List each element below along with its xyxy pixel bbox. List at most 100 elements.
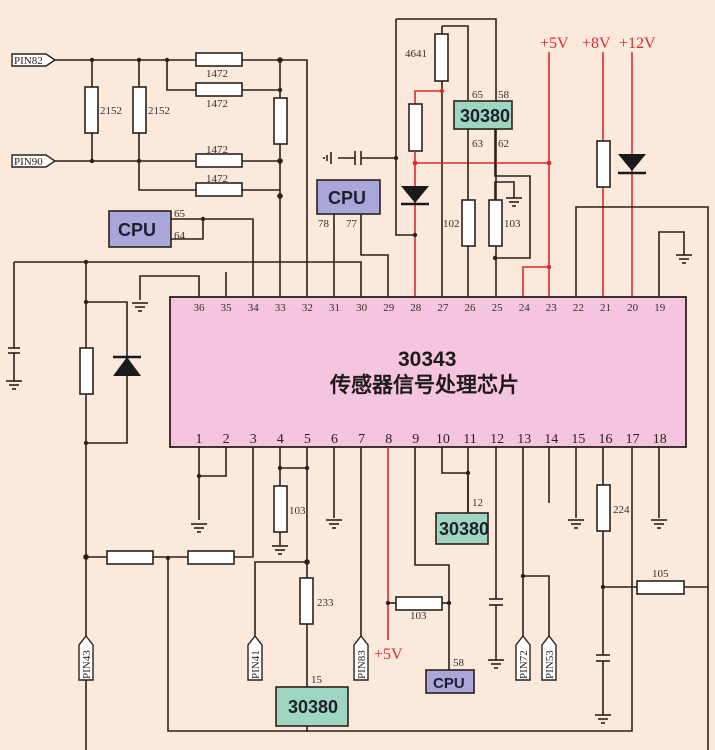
ic-30380-bottom-pin-15: 15 xyxy=(311,674,323,686)
resistor-103-top xyxy=(488,199,503,247)
ground-icon xyxy=(676,254,692,264)
resistor-1472-a xyxy=(195,52,243,67)
chip-pin-36: 36 xyxy=(194,302,206,314)
resistor-label-1472-a: 1472 xyxy=(206,68,228,80)
chip-pin-31: 31 xyxy=(329,302,340,314)
chip-part-number: 30343 xyxy=(398,348,456,371)
resistor-label-103-bottom: 103 xyxy=(410,610,427,622)
cpu-left-pin-64: 64 xyxy=(174,230,186,242)
ic-30380-top-pin-63: 63 xyxy=(472,138,484,150)
ground-icon xyxy=(506,197,522,207)
chip-pin-21: 21 xyxy=(600,302,611,314)
chip-pin-7: 7 xyxy=(358,432,365,447)
chip-pin-34: 34 xyxy=(248,302,260,314)
chip-pin-14: 14 xyxy=(544,432,558,447)
resistor-label-102: 102 xyxy=(443,218,460,230)
chip-pin-6: 6 xyxy=(331,432,338,447)
ground-icon xyxy=(568,519,584,529)
connector-tag-pin53 xyxy=(541,634,557,681)
resistor-vertical-unlabeled xyxy=(273,97,288,145)
connector-tag-pin82 xyxy=(11,53,57,67)
supply-label-8v: +8V xyxy=(582,35,611,52)
ic-30380-mid-pin-12: 12 xyxy=(472,497,483,509)
cpu-block-left: CPU 65 64 xyxy=(108,208,254,297)
cpu-left-label: CPU xyxy=(118,220,156,240)
resistor-233 xyxy=(299,577,314,625)
ic-30380-top-pin-58: 58 xyxy=(498,89,510,101)
resistor-label-1472-c: 1472 xyxy=(206,144,228,156)
resistor-red-branch xyxy=(408,103,423,152)
chip-pin-8: 8 xyxy=(385,432,392,447)
ic-30380-top-label: 30380 xyxy=(460,106,510,126)
chip-pin-22: 22 xyxy=(573,302,584,314)
ground-icon xyxy=(323,152,332,164)
resistor-2152-b xyxy=(132,86,147,134)
chip-pin-3: 3 xyxy=(250,432,257,447)
supply-rails: +5V +8V +12V xyxy=(540,35,709,750)
resistor-label-105: 105 xyxy=(652,568,669,580)
connector-tag-pin83 xyxy=(353,634,369,681)
zener-diode-icon xyxy=(618,154,646,171)
ground-icon xyxy=(488,659,504,669)
resistor-lower-left-b xyxy=(187,550,235,565)
chip-pin-20: 20 xyxy=(627,302,639,314)
chip-pin-15: 15 xyxy=(571,432,585,447)
ground-icon xyxy=(326,519,342,529)
chip-pin-30: 30 xyxy=(356,302,368,314)
chip-pin-33: 33 xyxy=(275,302,287,314)
resistor-102 xyxy=(461,199,476,247)
resistor-left-vertical xyxy=(79,347,94,395)
ic-30380-mid-label: 30380 xyxy=(439,519,489,539)
ground-icon xyxy=(595,714,611,724)
resistor-label-4641: 4641 xyxy=(405,48,427,60)
resistor-lower-left-a xyxy=(106,550,154,565)
connector-label-pin53: PIN53 xyxy=(544,650,556,679)
connector-label-pin72: PIN72 xyxy=(518,650,530,679)
chip-pin-28: 28 xyxy=(410,302,422,314)
cpu-block-top: CPU 78 77 xyxy=(316,179,389,297)
ic-30380-bottom-label: 30380 xyxy=(288,697,338,717)
diode-icon xyxy=(401,186,429,203)
cpu-top-pin-78: 78 xyxy=(318,218,330,230)
chip-pin-10: 10 xyxy=(436,432,450,447)
chip-pin-11: 11 xyxy=(463,432,476,447)
cpu-bottom-pin-58: 58 xyxy=(453,657,465,669)
resistor-label-2152-a: 2152 xyxy=(100,105,122,117)
resistor-label-2152-b: 2152 xyxy=(148,105,170,117)
resistor-label-103-left: 103 xyxy=(289,505,306,517)
chip-pin-18: 18 xyxy=(653,432,667,447)
lower-left-circuit: 103 233 PIN43 PIN41 30380 15 xyxy=(78,447,633,732)
connector-label-pin41: PIN41 xyxy=(250,650,262,679)
chip-pin-16: 16 xyxy=(599,432,613,447)
cpu-bottom-label: CPU xyxy=(433,675,465,692)
chip-pin-13: 13 xyxy=(517,432,531,447)
diode-icon xyxy=(113,357,141,376)
resistor-103-left xyxy=(273,485,288,533)
connector-tag-pin43 xyxy=(78,634,94,681)
ic-30380-top-pin-62: 62 xyxy=(498,138,509,150)
resistor-4641 xyxy=(434,33,449,82)
upper-center-circuit: 4641 30380 65 58 63 62 102 103 xyxy=(323,18,552,297)
chip-pin-19: 19 xyxy=(654,302,666,314)
resistor-2152-a xyxy=(84,86,99,134)
supply-label-5v-bottom: +5V xyxy=(374,646,403,663)
connector-tag-pin90 xyxy=(11,154,57,168)
connector-label-pin43: PIN43 xyxy=(81,650,93,679)
chip-pin-1: 1 xyxy=(196,432,203,447)
resistor-1472-b xyxy=(195,82,243,97)
chip-pin-29: 29 xyxy=(383,302,395,314)
resistor-label-1472-b: 1472 xyxy=(206,98,228,110)
lower-right-circuit: PIN83 +5V 103 CPU 58 30380 12 PIN72 PIN5… xyxy=(353,447,708,724)
ground-icon xyxy=(651,519,667,529)
connector-tag-pin41 xyxy=(247,634,263,681)
chip-pin-4: 4 xyxy=(277,432,284,447)
resistor-label-103-top: 103 xyxy=(504,218,521,230)
chip-pin-26: 26 xyxy=(465,302,477,314)
chip-pin-32: 32 xyxy=(302,302,313,314)
chip-pin-17: 17 xyxy=(626,432,640,447)
chip-pin-27: 27 xyxy=(437,302,449,314)
connector-label-pin83: PIN83 xyxy=(356,650,368,679)
